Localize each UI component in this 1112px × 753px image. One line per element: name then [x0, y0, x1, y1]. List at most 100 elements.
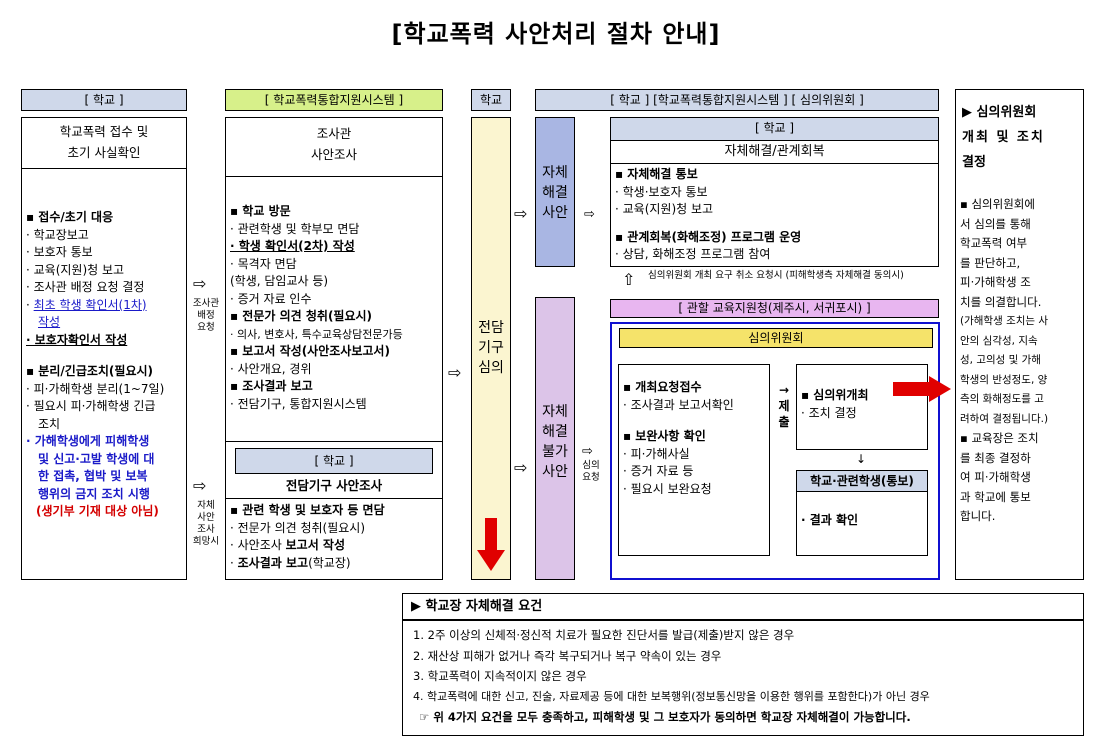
request-items: ▪ 개최요청접수 · 조사결과 보고서확인 ▪ 보완사항 확인 · 피·가해사실…: [619, 365, 769, 498]
arrow-right-icon: ⇨: [584, 207, 595, 222]
request-box: ▪ 개최요청접수 · 조사결과 보고서확인 ▪ 보완사항 확인 · 피·가해사실…: [618, 364, 770, 556]
col1-subtitle: 학교폭력 접수 및 초기 사실확인: [22, 118, 186, 169]
col1-box: 학교폭력 접수 및 초기 사실확인 ▪ 접수/초기 대응 · 학교장보고 · 보…: [21, 117, 187, 580]
list-item: 합니다.: [960, 509, 996, 523]
requirements-title: ▶ 학교장 자체해결 요건: [402, 593, 1084, 620]
arrow-down-icon: ↓: [856, 452, 867, 466]
col5-title-line: ▶ 심의위원회: [962, 105, 1037, 120]
label-line: 자체: [542, 404, 568, 420]
list-item: 를 판단하고,: [960, 255, 1021, 270]
section-title: ▪ 보완사항 확인: [623, 429, 706, 443]
col5-items: ▪ 심의위원회에 서 심의를 통해 학교폭력 여부 를 판단하고, 피·가해학생…: [956, 175, 1083, 527]
list-item: · 증거 자료 등: [623, 464, 694, 478]
result-item: · 결과 확인: [801, 513, 859, 527]
requirement-item: 2. 재산상 피해가 없거나 즉각 복구되거나 복구 약속이 있는 경우: [413, 648, 722, 663]
list-item: 피·가해학생 조: [960, 275, 1031, 289]
side-label-line: 조사: [197, 524, 215, 535]
school-box-header: [ 학교 ]: [611, 118, 938, 141]
list-item: (가해학생 조치는 사: [960, 315, 1049, 327]
side-label-line: 배정: [197, 310, 215, 321]
school-box-sub: 자체해결/관계회복: [611, 141, 938, 164]
col2-subtitle-line: 사안조사: [310, 147, 357, 162]
col5-title-line: 개최 및 조치: [962, 130, 1045, 145]
list-item: · 관련학생 및 학부모 면담: [230, 221, 360, 236]
col3-label-line: 전담: [478, 320, 504, 336]
list-item: 려하여 결정됩니다.): [960, 412, 1049, 425]
submit-arrow-icon: →: [778, 383, 790, 397]
col3-box: 전담 기구 심의: [471, 117, 511, 580]
list-item: 서 심의를 통해: [960, 216, 1031, 231]
list-item: · 교육(지원)청 보고: [615, 202, 714, 216]
list-item: · 조사결과 보고(학교장): [230, 555, 351, 570]
inner-items: ▪ 관련 학생 및 보호자 등 면담 · 전문가 의견 청취(필요시) · 사안…: [226, 502, 442, 572]
list-item: 과 학교에 통보: [960, 489, 1031, 504]
section-title: ▪ 전문가 의견 청취(필요시): [230, 309, 373, 323]
committee-box: 심의위원회 ▪ 개최요청접수 · 조사결과 보고서확인 ▪ 보완사항 확인 · …: [610, 322, 940, 580]
label-line: 사안: [542, 205, 568, 221]
label-line: 불가: [542, 444, 568, 460]
blue-text: 최초 학생 확인서(1차): [33, 297, 147, 312]
cancel-note: 심의위원회 개최 요구 취소 요청시 (피해학생측 자체해결 동의시): [648, 270, 904, 281]
list-item: · 목격자 면담: [230, 256, 297, 271]
list-item: ▪ 관련 학생 및 보호자 등 면담: [230, 503, 385, 517]
section-title: ▪ 접수/초기 대응: [26, 210, 114, 224]
col2-subtitle-line: 조사관: [316, 126, 352, 141]
meeting-box: ▪ 심의위개최 · 조치 결정: [796, 364, 928, 450]
list-item: ▪ 심의위원회에: [960, 197, 1035, 211]
list-item: 치를 의결합니다.: [960, 294, 1042, 309]
result-box: 학교·관련학생(통보) · 결과 확인: [796, 470, 928, 556]
arrow-right-icon: ⇨: [514, 204, 528, 223]
blue-text: 한 접촉, 협박 및 보복: [38, 469, 148, 483]
label-line: 해결: [542, 185, 568, 201]
section-title: ▪ 관계회복(화해조정) 프로그램 운영: [615, 229, 802, 244]
section-title: ▪ 보고서 작성(사안조사보고서): [230, 344, 390, 358]
inner-school-header: [ 학교 ]: [235, 448, 433, 474]
red-note: (생기부 기재 대상 아님): [36, 504, 159, 518]
list-item: 성, 고의성 및 가해: [960, 354, 1041, 366]
arrow-right-icon: ⇨: [514, 458, 528, 477]
inner-subtitle: 전담기구 사안조사: [226, 476, 442, 499]
list-item: 학생의 반성정도, 양: [960, 373, 1048, 386]
list-item: 조치: [38, 416, 61, 431]
office-header: [ 관할 교육지원청(제주시, 서귀포시) ]: [610, 299, 939, 318]
list-item: · 학생 확인서(2차) 작성: [230, 239, 355, 253]
col4-header: [ 학교 ] [학교폭력통합지원시스템 ] [ 심의위원회 ]: [535, 89, 939, 111]
requirement-item: 3. 학교폭력이 지속적이지 않은 경우: [413, 669, 587, 683]
blue-text: 작성: [38, 315, 61, 329]
list-item: · 조사관 배정 요청 결정: [26, 280, 145, 294]
side-label-line: 자체: [197, 500, 215, 511]
list-item: 여 피·가해학생: [960, 470, 1031, 484]
section-title: ▪ 심의위개최: [801, 388, 869, 402]
requirement-item: 1. 2주 이상의 신체적·정신적 치료가 필요한 진단서를 발급(제출)받지 …: [413, 628, 795, 642]
arrow-right-icon: ⇨: [582, 444, 593, 459]
list-item: ▪ 교육장은 조치: [960, 431, 1039, 445]
label-line: 해결: [542, 424, 568, 440]
requirements-list: 1. 2주 이상의 신체적·정신적 치료가 필요한 진단서를 발급(제출)받지 …: [403, 621, 1083, 732]
meeting-items: ▪ 심의위개최 · 조치 결정: [797, 365, 927, 422]
col2-sections: ▪ 학교 방문 · 관련학생 및 학부모 면담 · 학생 확인서(2차) 작성 …: [226, 203, 442, 413]
list-item: · 전담기구, 통합지원시스템: [230, 396, 367, 411]
right-arrow-icon: [893, 376, 951, 402]
list-item: 안의 심각성, 지속: [960, 334, 1038, 347]
side-label-1: 조사관 배정 요청: [190, 298, 222, 334]
not-self-resolve-text: 자체 해결 불가 사안: [536, 298, 574, 482]
list-item: · 사안조사 보고서 작성: [230, 538, 345, 552]
col5-title: ▶ 심의위원회 개최 및 조치 결정: [956, 90, 1083, 175]
label-line: 사안: [542, 464, 568, 480]
side-label-line: 요청: [197, 322, 215, 333]
requirement-item: 4. 학교폭력에 대한 신고, 진술, 자료제공 등에 대한 보복행위(정보통신…: [413, 689, 930, 703]
divider: [226, 441, 442, 442]
list-item: 학교폭력 여부: [960, 236, 1028, 250]
side-label-3: 심의 요청: [578, 460, 604, 484]
list-item: · 필요시 피·가해학생 긴급: [26, 399, 156, 413]
arrow-up-icon: ⇧: [622, 270, 636, 289]
requirements-note: ☞ 위 4가지 요건을 모두 충족하고, 피해학생 및 그 보호자가 동의하면 …: [419, 710, 911, 724]
side-label-2: 자체 사안 조사 희망시: [190, 500, 222, 548]
blue-text: 및 신고·고발 학생에 대: [38, 451, 155, 466]
col3-label-line: 심의: [478, 360, 504, 376]
committee-title: 심의위원회: [619, 328, 933, 348]
list-item: · 피·가해사실: [623, 446, 690, 461]
list-item: · 피·가해학생 분리(1~7일): [26, 381, 165, 396]
col5-title-line: 결정: [962, 155, 986, 170]
arrow-right-icon: ⇨: [193, 274, 207, 293]
